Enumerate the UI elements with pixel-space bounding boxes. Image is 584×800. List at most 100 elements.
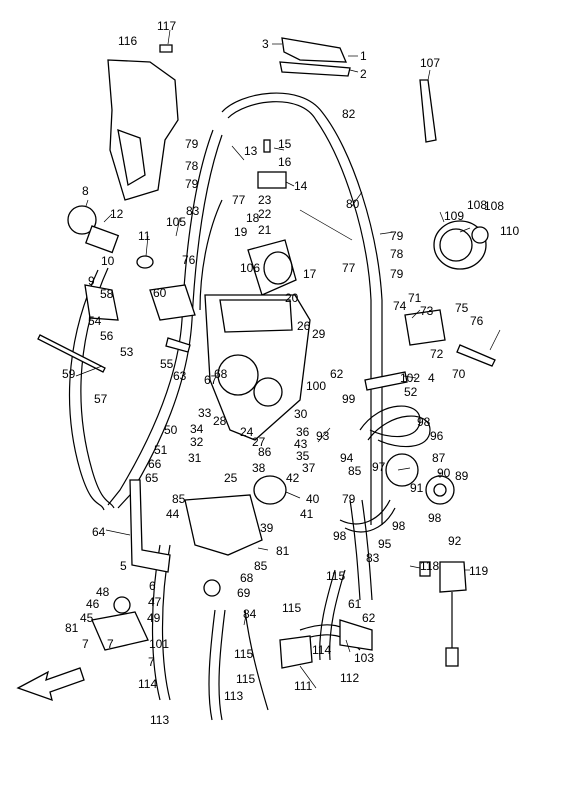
part-label-115: 115 xyxy=(234,647,253,661)
part-label-59: 59 xyxy=(62,367,76,381)
part-label-93: 93 xyxy=(316,429,330,443)
part-label-31: 31 xyxy=(188,451,202,465)
part-label-39: 39 xyxy=(260,521,274,535)
part-label-19: 19 xyxy=(234,225,248,239)
part-label-98: 98 xyxy=(392,519,406,533)
part-label-45: 45 xyxy=(80,611,94,625)
part-label-11: 11 xyxy=(138,229,151,243)
part-label-115: 115 xyxy=(236,672,255,686)
part-label-82: 82 xyxy=(342,107,356,121)
part-label-68: 68 xyxy=(214,367,228,381)
part-label-117: 117 xyxy=(157,19,176,33)
part-label-33: 33 xyxy=(198,406,212,420)
part-label-57: 57 xyxy=(94,392,108,406)
part-label-61: 61 xyxy=(348,597,362,611)
carburetor-top xyxy=(219,299,293,333)
spring-55 xyxy=(165,337,191,353)
part-label-13: 13 xyxy=(244,144,258,158)
part-label-36: 36 xyxy=(296,425,310,439)
part-label-62: 62 xyxy=(330,367,344,381)
part-label-21: 21 xyxy=(258,223,272,237)
part-label-8: 8 xyxy=(82,184,89,198)
part-label-16: 16 xyxy=(278,155,292,169)
part-label-69: 69 xyxy=(237,586,251,600)
part-label-49: 49 xyxy=(147,611,161,625)
part-label-37: 37 xyxy=(302,461,316,475)
part-label-115: 115 xyxy=(282,601,301,615)
vent-hose-83 xyxy=(199,199,223,311)
part-label-105: 105 xyxy=(166,215,186,229)
part-label-35: 35 xyxy=(296,449,310,463)
part-label-90: 90 xyxy=(437,466,451,480)
part-label-25: 25 xyxy=(224,471,238,485)
part-label-14: 14 xyxy=(294,179,308,193)
pump-diaphragm-47 xyxy=(113,596,131,614)
sensor-87 xyxy=(385,453,419,487)
hoses-and-cables xyxy=(68,92,431,721)
part-label-77: 77 xyxy=(232,193,246,207)
lever-9 xyxy=(84,284,119,321)
throttle-cable-outer xyxy=(221,92,383,525)
part-label-100: 100 xyxy=(306,379,326,393)
part-label-74: 74 xyxy=(393,299,407,313)
vent-hose-left-1 xyxy=(107,129,214,506)
part-label-83: 83 xyxy=(186,204,200,218)
part-label-64: 64 xyxy=(92,525,106,539)
part-label-60: 60 xyxy=(153,286,167,300)
part-label-114: 114 xyxy=(138,677,157,691)
part-label-73: 73 xyxy=(420,304,434,318)
part-label-53: 53 xyxy=(120,345,134,359)
part-label-115: 115 xyxy=(326,569,345,583)
part-label-92: 92 xyxy=(448,534,462,548)
part-label-42: 42 xyxy=(286,471,300,485)
part-label-95: 95 xyxy=(378,537,392,551)
part-label-51: 51 xyxy=(154,443,168,457)
hose-95-b xyxy=(344,507,396,533)
part-label-94: 94 xyxy=(340,451,354,465)
long-drain-hose-a xyxy=(68,269,105,511)
part-label-27: 27 xyxy=(252,435,266,449)
vent-hose-left-2 xyxy=(117,134,223,509)
part-label-2: 2 xyxy=(360,67,367,81)
part-label-7: 7 xyxy=(107,637,114,651)
parts xyxy=(16,37,496,702)
ring-11 xyxy=(136,255,154,269)
part-label-99: 99 xyxy=(342,392,356,406)
cover-1 xyxy=(281,37,348,63)
sensor-119 xyxy=(439,561,467,593)
hose-84 xyxy=(244,609,269,711)
part-label-114: 114 xyxy=(312,643,331,657)
part-label-102: 102 xyxy=(400,371,420,385)
leader-lines xyxy=(75,29,501,689)
part-label-58: 58 xyxy=(100,287,114,301)
part-label-108: 108 xyxy=(467,198,487,212)
part-label-84: 84 xyxy=(243,607,257,621)
strap-107 xyxy=(419,79,437,143)
part-label-98: 98 xyxy=(333,529,347,543)
hose-83-right xyxy=(349,499,361,601)
part-label-113: 113 xyxy=(224,689,243,703)
part-label-96: 96 xyxy=(430,429,444,443)
rod-80 xyxy=(299,209,353,241)
part-label-7: 7 xyxy=(148,655,155,669)
part-label-98: 98 xyxy=(428,511,442,525)
venturi-67 xyxy=(217,354,259,396)
clamp-110 xyxy=(471,226,489,244)
plunger-8 xyxy=(67,205,97,235)
part-label-54: 54 xyxy=(88,314,102,328)
part-label-70: 70 xyxy=(452,367,466,381)
part-label-3: 3 xyxy=(262,37,269,51)
part-label-34: 34 xyxy=(190,422,204,436)
part-label-118: 118 xyxy=(420,559,439,573)
part-label-41: 41 xyxy=(300,507,314,521)
part-label-85: 85 xyxy=(348,464,362,478)
shaft-102 xyxy=(364,371,408,391)
part-label-47: 47 xyxy=(148,595,162,609)
part-label-62: 62 xyxy=(362,611,376,625)
hose-to-113 xyxy=(208,609,216,721)
part-label-20: 20 xyxy=(285,291,299,305)
part-label-28: 28 xyxy=(213,414,227,428)
part-label-103: 103 xyxy=(354,651,374,665)
part-label-79: 79 xyxy=(185,137,199,151)
